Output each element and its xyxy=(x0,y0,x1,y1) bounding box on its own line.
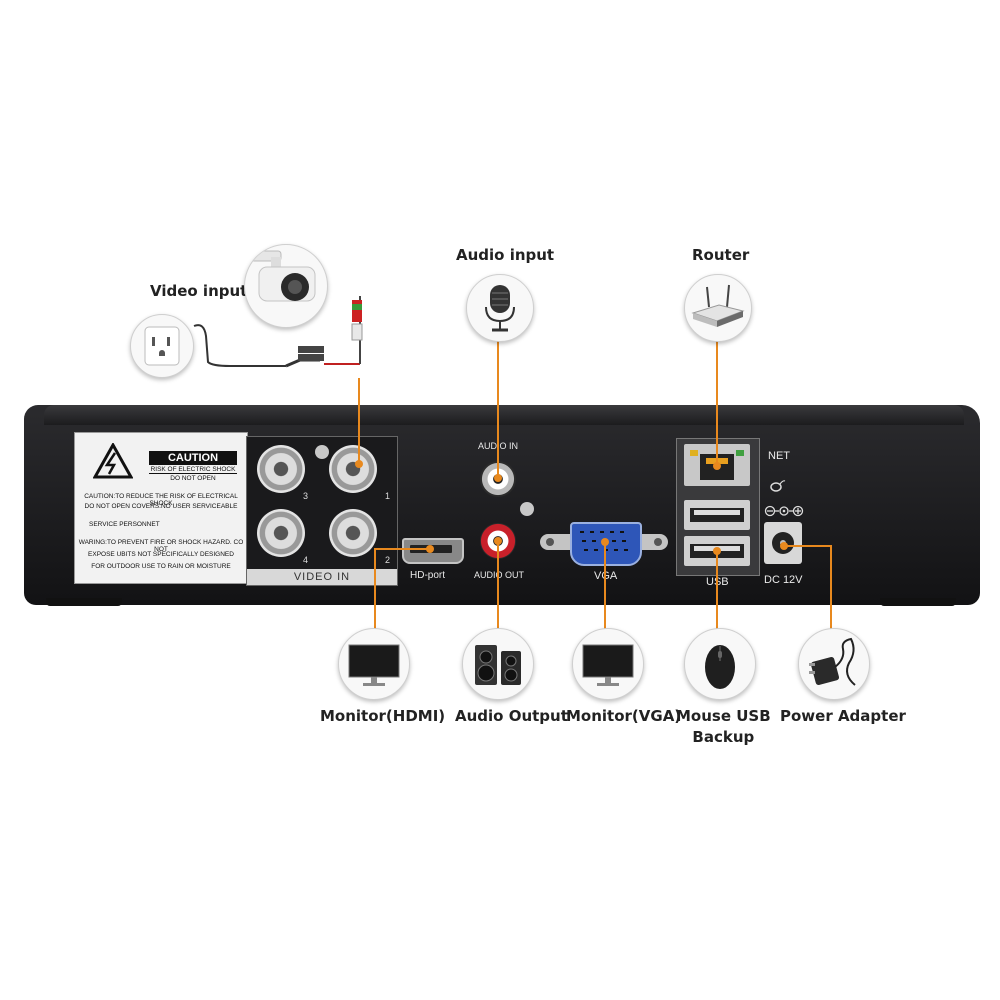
mouse-usb-label-line1: Mouse USB xyxy=(676,707,771,725)
bnc-1[interactable] xyxy=(329,445,377,493)
mouse-usb-label: Mouse USB Backup xyxy=(676,706,771,748)
dvr-foot-left xyxy=(46,598,122,606)
video-input-dot xyxy=(355,460,363,468)
ethernet-port[interactable] xyxy=(684,444,750,486)
router-connector xyxy=(716,340,718,466)
mouse-usb-label-line2: Backup xyxy=(692,728,755,746)
bnc-3[interactable] xyxy=(257,445,305,493)
caution-line1: RISK OF ELECTRIC SHOCK xyxy=(149,466,237,474)
usb-connector xyxy=(716,550,718,630)
bnc-label-4: 4 xyxy=(303,555,309,565)
microphone-icon xyxy=(485,285,515,332)
caution-body1: CAUTION:TO REDUCE THE RISK OF ELECTRICAL… xyxy=(84,493,238,507)
router-dot xyxy=(713,462,721,470)
power-adapter-circle xyxy=(798,628,870,700)
dc-connector-v xyxy=(830,545,832,630)
dc-connector-h xyxy=(784,545,832,547)
monitor-vga-label: Monitor(VGA) xyxy=(566,707,682,725)
bnc-2[interactable] xyxy=(329,509,377,557)
speakers-circle xyxy=(462,628,534,700)
audio-output-label: Audio Output xyxy=(455,707,568,725)
bnc-4[interactable] xyxy=(257,509,305,557)
router-circle xyxy=(684,274,752,342)
audio-input-dot xyxy=(494,474,502,482)
audio-input-connector xyxy=(497,340,499,478)
mouse-circle xyxy=(684,628,756,700)
warning-triangle-icon xyxy=(93,443,133,479)
power-adapter-label: Power Adapter xyxy=(780,707,906,725)
caution-body4: WARING:TO PREVENT FIRE OR SHOCK HAZARD. … xyxy=(78,539,244,553)
dc-polarity-icon xyxy=(764,505,804,517)
dvr-top-edge xyxy=(44,405,964,425)
power-outlet-circle xyxy=(130,314,194,378)
hdmi-dot xyxy=(426,545,434,553)
dvr-foot-right xyxy=(880,598,956,606)
caution-body6: FOR OUTDOOR USE TO RAIN OR MOISTURE xyxy=(91,563,231,570)
monitor-hdmi-circle xyxy=(338,628,410,700)
hd-port-label: HD-port xyxy=(410,570,446,581)
speakers-icon xyxy=(475,645,521,685)
bnc-label-3: 3 xyxy=(303,491,309,501)
monitor-hdmi-label: Monitor(HDMI) xyxy=(320,707,446,725)
screw-icon xyxy=(520,502,534,516)
power-adapter-icon xyxy=(809,637,856,686)
camera-circle xyxy=(244,244,328,328)
monitor-hdmi-icon xyxy=(348,644,400,686)
bnc-label-2: 2 xyxy=(385,555,391,565)
usb-port-1[interactable] xyxy=(684,500,750,530)
bnc-screw xyxy=(315,445,329,459)
microphone-circle xyxy=(466,274,534,342)
mouse-icon xyxy=(705,645,735,689)
audio-out-connector xyxy=(497,540,499,630)
monitor-vga-circle xyxy=(572,628,644,700)
dc-label: DC 12V xyxy=(764,574,803,586)
monitor-vga-icon xyxy=(582,644,634,686)
video-in-label: VIDEO IN xyxy=(247,569,397,585)
video-input-label: Video input xyxy=(150,282,248,300)
video-in-panel: 1 3 4 2 VIDEO IN xyxy=(246,436,398,586)
net-label: NET xyxy=(768,450,790,462)
video-input-connector xyxy=(358,378,360,464)
camera-cable-icon xyxy=(193,296,363,368)
power-outlet-icon xyxy=(144,326,180,366)
hdmi-connector-h xyxy=(374,548,430,550)
caution-line2: DO NOT OPEN xyxy=(170,475,216,482)
bnc-label-1: 1 xyxy=(385,491,391,501)
router-icon xyxy=(691,284,745,327)
mouse-symbol-icon xyxy=(770,480,786,492)
router-label: Router xyxy=(692,246,750,264)
caution-title: CAUTION xyxy=(149,451,237,465)
caution-body5: EXPOSE UBITS NOT SPECIFICALLY DESIGNED xyxy=(88,551,234,558)
caution-body2: DO NOT OPEN COVERS.NO USER SERVICEABLE xyxy=(84,503,238,510)
vga-connector xyxy=(604,542,606,630)
audio-input-label: Audio input xyxy=(456,246,555,264)
audio-out-label: AUDIO OUT xyxy=(474,570,525,580)
hdmi-connector-v xyxy=(374,548,376,630)
caution-label: CAUTION RISK OF ELECTRIC SHOCK DO NOT OP… xyxy=(74,432,248,584)
caution-body3: SERVICE PERSONNET xyxy=(89,521,160,528)
